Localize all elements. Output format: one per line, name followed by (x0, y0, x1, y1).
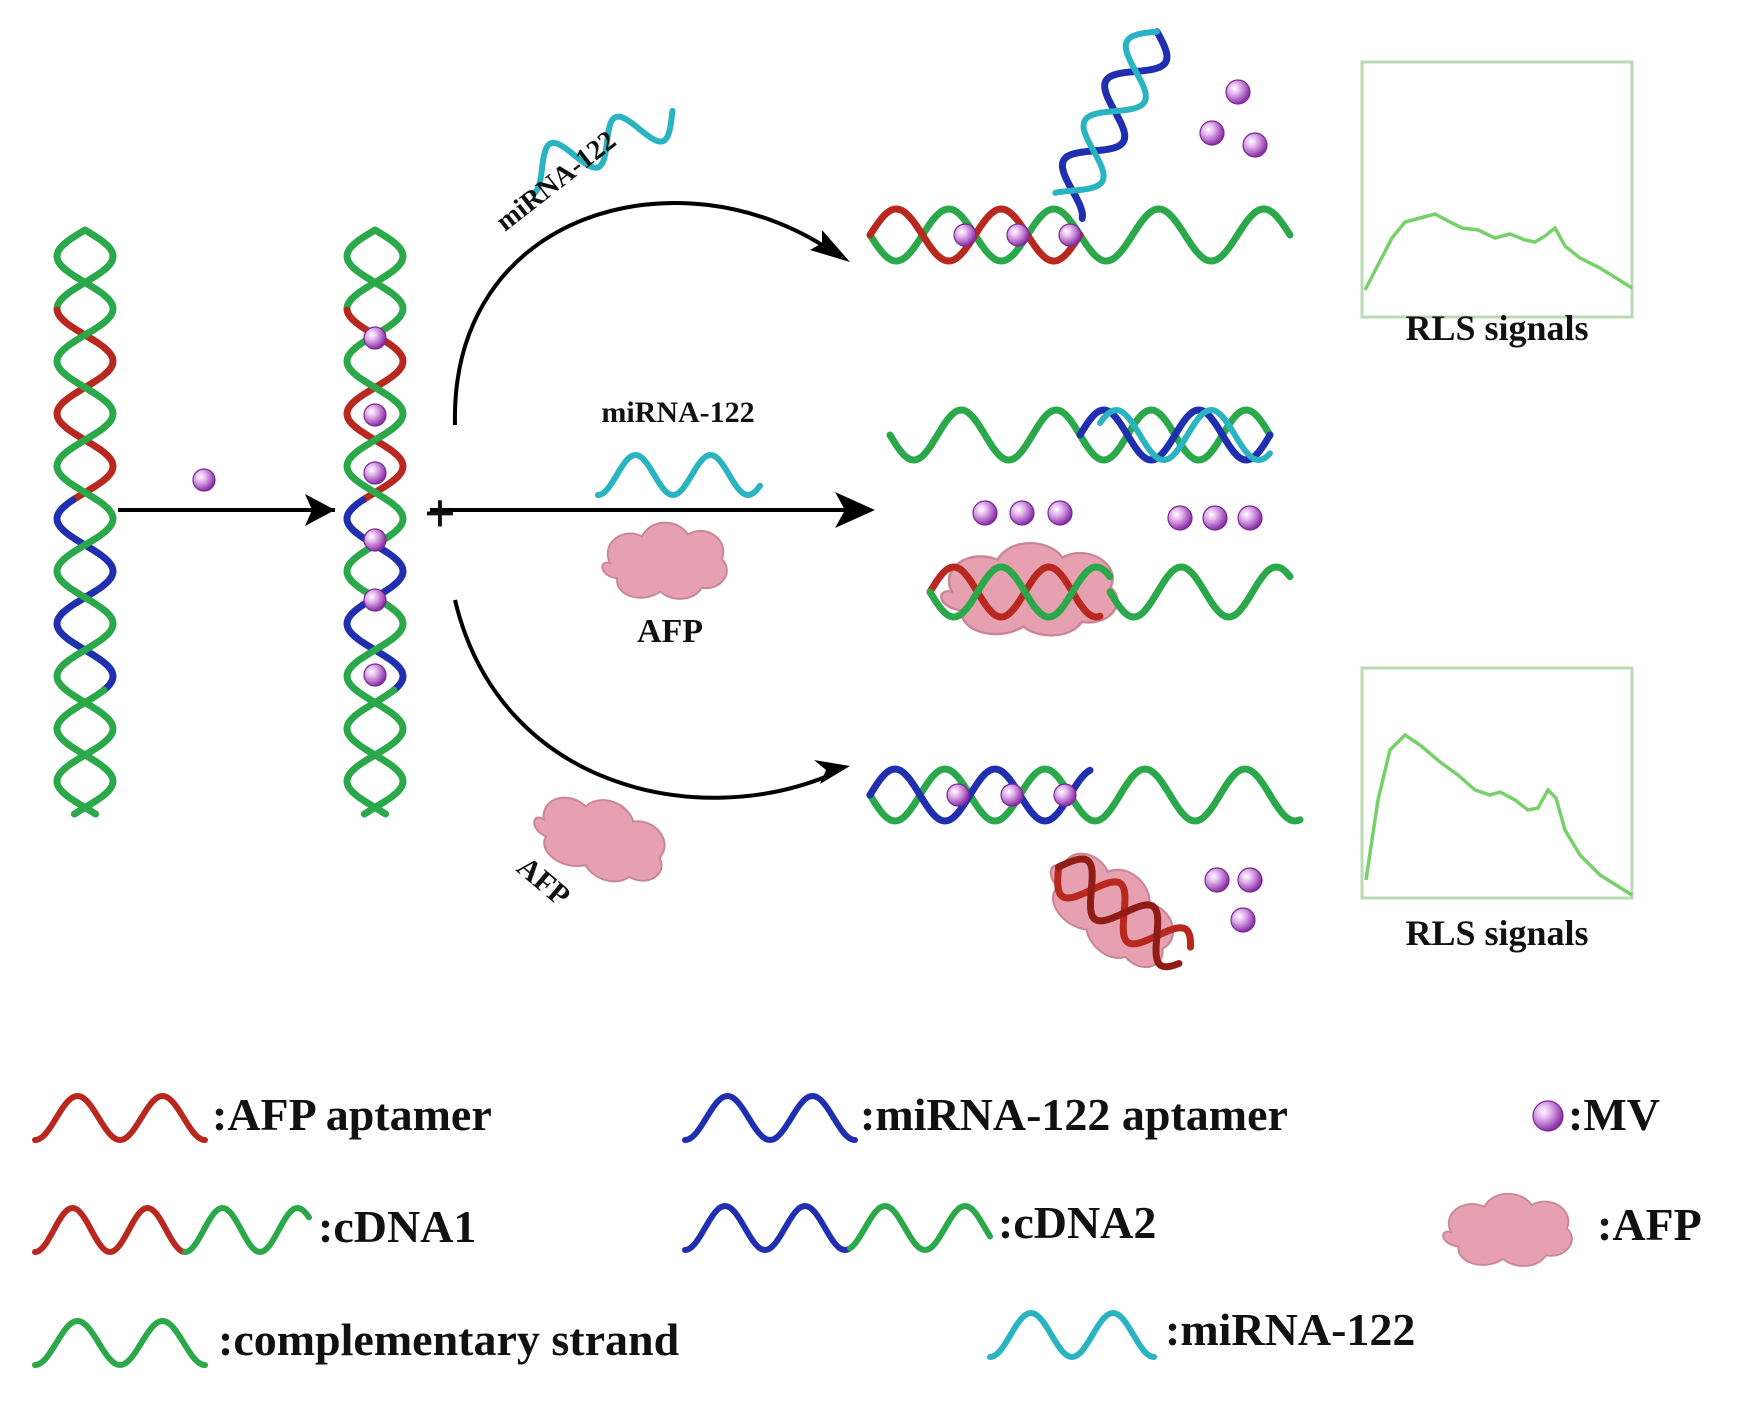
legend: :AFP aptamer :miRNA-122 aptamer :MV :cDN… (212, 1089, 1702, 1365)
mirna-label-mid: miRNA-122 (601, 396, 754, 429)
duplex-strand-a (343, 686, 407, 818)
complementary-strand (343, 226, 407, 818)
signal-trace-top (1363, 212, 1633, 291)
mirna-path-arrow (452, 200, 832, 426)
plus-sign: + (424, 483, 456, 545)
mv-intercalated (363, 528, 387, 552)
mv-loaded-duplex (343, 226, 407, 818)
afp-aptamer (1054, 863, 1194, 951)
afp-bound-bottom (1049, 852, 1174, 968)
legend-glyphs (32, 1092, 1573, 1368)
mv-released (1047, 500, 1073, 526)
mv-released (1237, 505, 1263, 531)
legend-afp-aptamer-glyph (32, 1092, 208, 1143)
legend-cdna1-green (182, 1204, 312, 1255)
legend-complementary-glyph (32, 1317, 208, 1368)
afp-product (866, 765, 1304, 971)
mirna-aptamer (1058, 28, 1171, 222)
reaction-arrows: + (118, 200, 875, 800)
afp-path-arrow (453, 599, 831, 800)
mv-released (1009, 500, 1035, 526)
duplex-strand-a (53, 496, 117, 694)
mv-released (1167, 505, 1193, 531)
duplex-strand-a (343, 226, 407, 314)
rls-signal-top: RLS signals (1360, 60, 1634, 348)
legend-mirna: :miRNA-122 (1165, 1304, 1415, 1355)
legend-afp-icon (1442, 1192, 1573, 1267)
legend-cdna2-blue (682, 1202, 852, 1254)
legend-mv: :MV (1568, 1089, 1660, 1140)
mv-intercalated (1000, 783, 1024, 807)
mv-intercalated (1053, 783, 1077, 807)
mirna-122 (1097, 406, 1273, 464)
complementary-strand (866, 765, 1304, 825)
mv-intercalated (363, 403, 387, 427)
mv-released (1199, 120, 1225, 146)
signal-box-bottom (1360, 666, 1634, 900)
legend-mv-icon (1532, 1100, 1564, 1132)
rls-label-bottom: RLS signals (1405, 913, 1588, 953)
complementary-strand (53, 226, 117, 818)
signal-box-top (1360, 60, 1634, 319)
legend-mirna-glyph (987, 1310, 1157, 1361)
mv-released (1237, 867, 1263, 893)
legend-cdna1: :cDNA1 (318, 1201, 476, 1252)
legend-afp: :AFP (1597, 1199, 1702, 1250)
afp-label-mid: AFP (637, 613, 703, 650)
legend-cdna2: :cDNA2 (998, 1197, 1156, 1248)
mirna-product (866, 28, 1294, 265)
mv-released (972, 500, 998, 526)
complementary-strand (926, 563, 1114, 621)
mv-intercalated (953, 223, 977, 247)
mirna-122 (1052, 28, 1160, 196)
mirna-free-mid (595, 451, 763, 499)
legend-afp-aptamer: :AFP aptamer (212, 1089, 492, 1140)
afp-reagent-mid (601, 521, 728, 600)
mv-released (1242, 132, 1268, 158)
mirna-free-top (530, 107, 676, 197)
duplex-strand-a (53, 226, 117, 314)
duplex-strand-a (53, 306, 117, 504)
rls-signal-bottom: RLS signals (1360, 666, 1634, 953)
mv-intercalated (1006, 223, 1030, 247)
mv-released (1230, 907, 1256, 933)
legend-cdna1-red (32, 1204, 188, 1255)
mv-released (1204, 867, 1230, 893)
signal-trace-bottom (1364, 732, 1633, 897)
mv-intercalated (363, 461, 387, 485)
duplex-strand-a (53, 686, 117, 818)
mv-intercalated (1058, 223, 1082, 247)
mv-intercalated (363, 663, 387, 687)
mv-intercalated (946, 783, 970, 807)
legend-mirna-aptamer: :miRNA-122 aptamer (860, 1089, 1288, 1140)
dual-target-product (886, 406, 1294, 637)
legend-complementary: :complementary strand (218, 1314, 680, 1365)
legend-mirna-aptamer-glyph (682, 1092, 858, 1143)
mv-intercalated (363, 588, 387, 612)
mv-released (1225, 79, 1251, 105)
legend-cdna2-green (847, 1203, 993, 1253)
mirna-aptamer (866, 765, 1094, 825)
afp-reagent-bottom (533, 796, 666, 883)
complementary-strand (1106, 563, 1294, 621)
mv-reagent (192, 468, 216, 492)
afp-aptamer (1055, 855, 1183, 971)
mv-intercalated (363, 326, 387, 350)
initial-duplex (53, 226, 117, 818)
rls-label-top: RLS signals (1405, 308, 1588, 348)
mv-released (1202, 505, 1228, 531)
